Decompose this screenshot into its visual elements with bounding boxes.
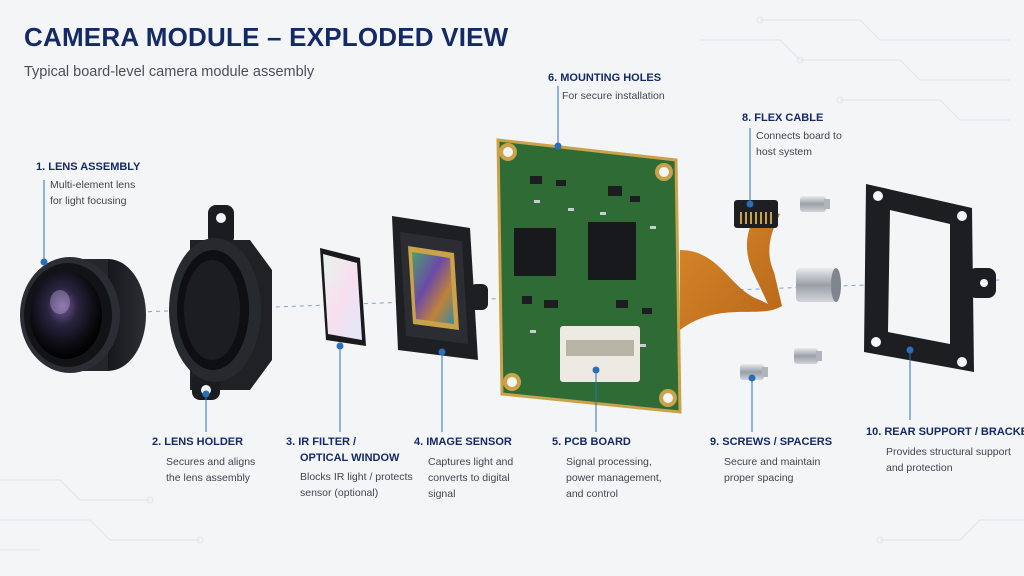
description-line: Secures and aligns: [166, 456, 256, 468]
part-number: 8.: [742, 112, 752, 124]
part-description: Secure and maintain proper spacing: [724, 454, 832, 486]
flex-cable-part: [680, 200, 782, 330]
callout-heading: 1. LENS ASSEMBLY: [36, 160, 140, 174]
part-number: 2.: [152, 436, 162, 448]
part-description: Captures light and converts to digital s…: [428, 454, 513, 502]
part-name: REAR SUPPORT / BRACKET: [884, 426, 1024, 438]
page-subtitle: Typical board-level camera module assemb…: [24, 64, 315, 80]
description-line: and protection: [886, 462, 953, 474]
part-number: 10.: [866, 426, 882, 438]
callout-image-sensor: 4. IMAGE SENSOR Captures light and conve…: [414, 435, 513, 502]
description-line: Multi-element lens: [50, 179, 136, 191]
spacer-middle: [796, 268, 841, 302]
part-number: 9.: [710, 436, 720, 448]
part-name: IR FILTER /: [298, 436, 357, 448]
part-name-continued: OPTICAL WINDOW: [300, 452, 400, 464]
part-name: LENS HOLDER: [164, 436, 244, 448]
description-line: Captures light and: [428, 456, 514, 468]
callout-ir-filter: 3. IR FILTER / OPTICAL WINDOW Blocks IR …: [286, 435, 413, 501]
description-line: Connects board to: [756, 130, 842, 142]
callout-mounting-holes: 6. MOUNTING HOLES For secure installatio…: [548, 71, 665, 104]
part-description: Multi-element lens for light focusing: [50, 177, 140, 209]
callout-heading: 4. IMAGE SENSOR: [414, 435, 513, 449]
description-line: converts to digital: [428, 472, 510, 484]
screw-bottom-right: [794, 348, 822, 364]
part-description: Provides structural support and protecti…: [886, 444, 1024, 476]
callout-heading: 10. REAR SUPPORT / BRACKET: [866, 425, 1024, 439]
pcb-board-part: [496, 138, 682, 414]
description-line: Secure and maintain: [724, 456, 821, 468]
part-description: For secure installation: [562, 88, 665, 104]
part-name: FLEX CABLE: [754, 112, 824, 124]
description-line: the lens assembly: [166, 472, 251, 484]
description-line: For secure installation: [562, 90, 665, 102]
callout-lens-assembly: 1. LENS ASSEMBLY Multi-element lens for …: [36, 160, 140, 209]
part-number: 3.: [286, 436, 296, 448]
page-title: CAMERA MODULE – EXPLODED VIEW: [24, 22, 509, 52]
rear-bracket-part: [864, 184, 996, 372]
part-description: Secures and aligns the lens assembly: [166, 454, 255, 486]
callout-screws-spacers: 9. SCREWS / SPACERS Secure and maintain …: [710, 435, 832, 486]
callout-heading: 5. PCB BOARD: [552, 435, 662, 449]
part-name: PCB BOARD: [564, 436, 631, 448]
screw-top: [800, 196, 830, 212]
callout-lens-holder: 2. LENS HOLDER Secures and aligns the le…: [152, 435, 255, 486]
description-line: signal: [428, 488, 456, 500]
part-description: Signal processing, power management, and…: [566, 454, 662, 502]
lens-holder-part: [169, 205, 272, 400]
description-line: for light focusing: [50, 195, 127, 207]
part-number: 5.: [552, 436, 562, 448]
description-line: host system: [756, 146, 813, 158]
image-sensor-part: [392, 216, 488, 360]
description-line: and control: [566, 488, 618, 500]
description-line: sensor (optional): [300, 487, 379, 499]
part-name: IMAGE SENSOR: [426, 436, 512, 448]
description-line: Blocks IR light / protects: [300, 471, 413, 483]
part-description: Connects board to host system: [756, 128, 842, 160]
description-line: Signal processing,: [566, 456, 652, 468]
description-line: Provides structural support: [886, 446, 1011, 458]
circuit-trace-background: [0, 16, 1024, 551]
screws-spacers-part: [740, 196, 841, 380]
part-description: Blocks IR light / protects sensor (optio…: [300, 469, 413, 501]
callout-heading: 8. FLEX CABLE: [742, 111, 842, 125]
callout-flex-cable: 8. FLEX CABLE Connects board to host sys…: [742, 111, 842, 160]
part-name: LENS ASSEMBLY: [48, 161, 141, 173]
part-number: 1.: [36, 161, 46, 173]
part-name: MOUNTING HOLES: [560, 72, 662, 84]
screw-bottom-left: [740, 364, 768, 380]
ir-filter-part: [320, 248, 366, 346]
part-number: 4.: [414, 436, 424, 448]
lens-assembly-part: [20, 257, 146, 373]
callout-rear-bracket: 10. REAR SUPPORT / BRACKET Provides stru…: [866, 425, 1024, 476]
callout-heading: 9. SCREWS / SPACERS: [710, 435, 832, 449]
callout-heading: 2. LENS HOLDER: [152, 435, 255, 449]
callout-heading: 6. MOUNTING HOLES: [548, 71, 665, 85]
description-line: power management,: [566, 472, 662, 484]
leader-lines: [40, 86, 914, 432]
callout-pcb-board: 5. PCB BOARD Signal processing, power ma…: [552, 435, 662, 502]
part-number: 6.: [548, 72, 558, 84]
description-line: proper spacing: [724, 472, 794, 484]
callout-heading: 3. IR FILTER /: [286, 435, 413, 449]
part-name: SCREWS / SPACERS: [722, 436, 833, 448]
